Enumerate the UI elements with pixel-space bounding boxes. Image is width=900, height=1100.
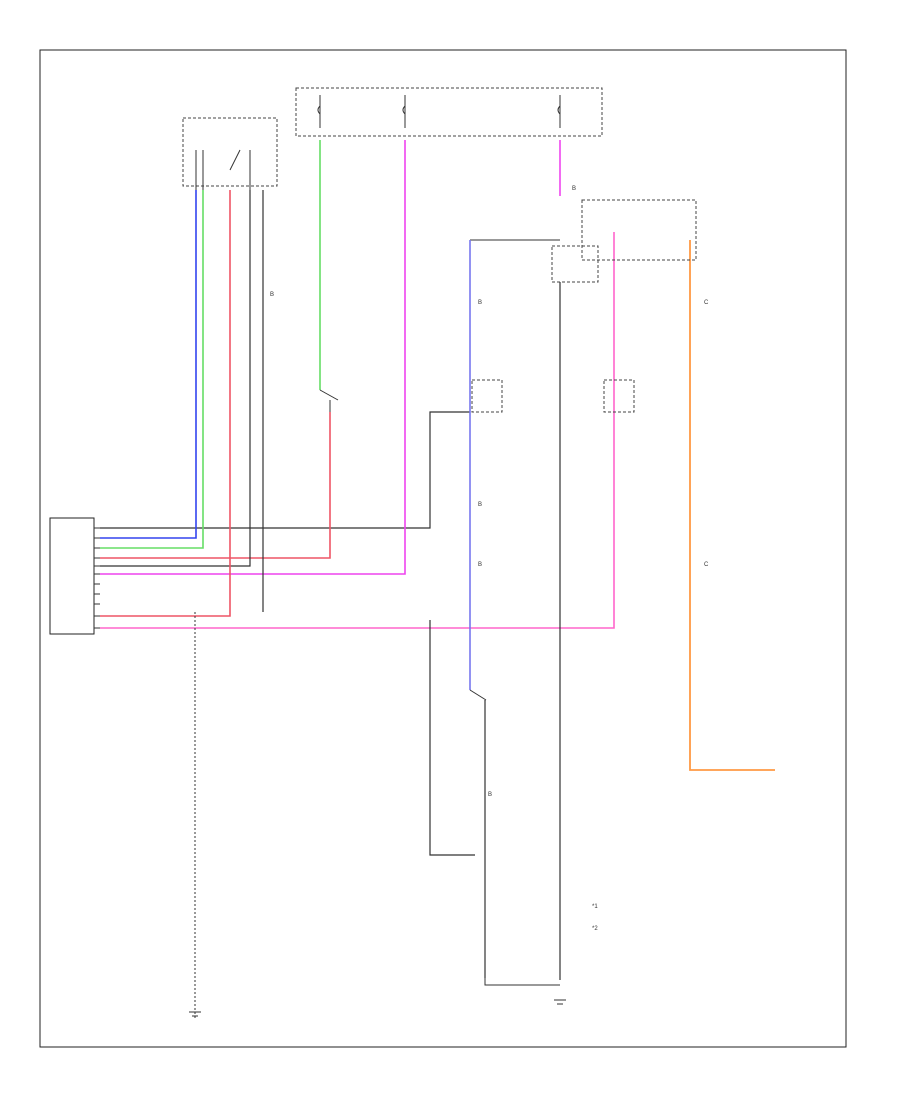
fuse-1 [317, 95, 321, 128]
ground-junction [484, 978, 560, 986]
brake-switch [319, 389, 339, 412]
wire-label-letter: B [488, 792, 492, 798]
legend-key: *2 [592, 926, 598, 932]
right-component-box [581, 199, 697, 261]
wire-label-letter: B [478, 562, 482, 568]
wire-red-lower [100, 190, 231, 617]
switch-contact-right [229, 149, 251, 190]
wire-label-letter: B [478, 502, 482, 508]
wire-magenta-fuse [100, 140, 406, 575]
connector-b [603, 379, 635, 413]
wire-label-letter: B [270, 292, 274, 298]
ecu-block [49, 517, 95, 635]
wire-green-left [100, 190, 204, 549]
wire-label-letter: C [704, 300, 709, 306]
connector-a [471, 379, 503, 413]
wire-black-top [100, 411, 470, 529]
wire-label-letter: B [572, 186, 576, 192]
wire-label-letter: B [478, 300, 482, 306]
legend-key: *1 [592, 904, 598, 910]
wire-black-switch [100, 190, 251, 567]
fuse-2 [402, 95, 406, 128]
wire-red-switch [100, 412, 331, 559]
diagram-border [39, 49, 847, 1048]
wire-pink-long [100, 232, 615, 629]
switch-contact-left [195, 150, 204, 190]
relay [551, 245, 599, 283]
ecu-pin-ticks [94, 527, 100, 629]
stop-lamp-switch [469, 689, 487, 701]
wire-orange [689, 240, 775, 771]
wire-blue [100, 190, 197, 539]
combination-switch-box [182, 117, 278, 187]
fuse-3 [557, 95, 561, 128]
fuse-box [295, 87, 603, 137]
ground-symbol-left [189, 1011, 201, 1017]
wire-label-letter: C [704, 562, 709, 568]
ground-symbol-right [554, 999, 566, 1005]
wire-black-ground-1 [429, 620, 475, 856]
